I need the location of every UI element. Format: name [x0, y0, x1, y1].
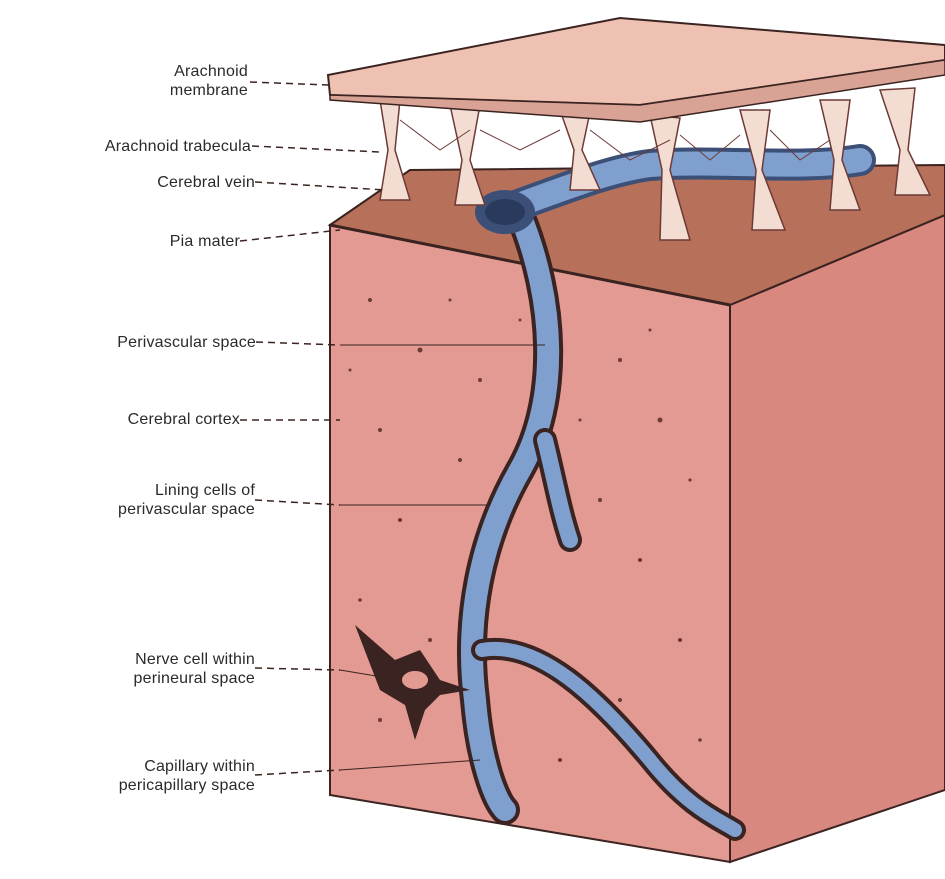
- label-nerve-cell: Nerve cell within perineural space: [134, 650, 256, 688]
- label-pia-mater: Pia mater: [170, 232, 240, 251]
- label-perivascular-space: Perivascular space: [117, 333, 256, 352]
- arachnoid-membrane-top: [328, 18, 945, 105]
- cerebral-vein-lumen: [485, 199, 525, 225]
- nerve-cell-nucleus: [401, 670, 429, 690]
- label-cerebral-vein: Cerebral vein: [157, 173, 255, 192]
- label-arachnoid-membrane: Arachnoid membrane: [170, 62, 248, 100]
- cortex-block-side-face: [730, 215, 945, 862]
- label-cerebral-cortex: Cerebral cortex: [128, 410, 240, 429]
- label-arachnoid-trabecula: Arachnoid trabecula: [105, 137, 251, 156]
- label-capillary: Capillary within pericapillary space: [119, 757, 255, 795]
- label-lining-cells: Lining cells of perivascular space: [118, 481, 255, 519]
